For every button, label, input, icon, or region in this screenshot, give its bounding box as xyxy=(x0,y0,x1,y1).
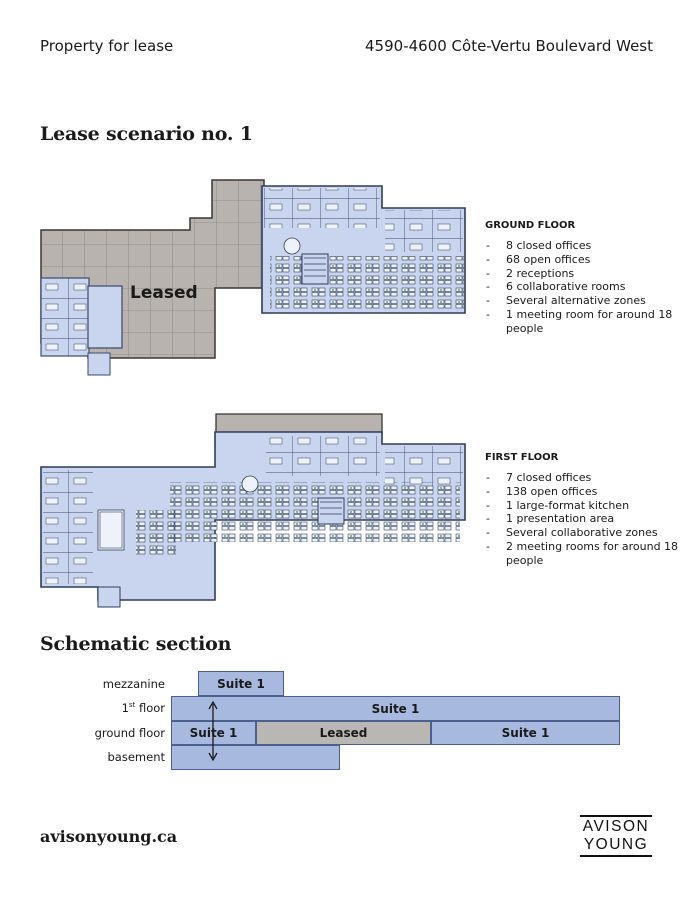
basement-label: basement xyxy=(107,750,166,764)
mezzanine-label: mezzanine xyxy=(102,677,165,691)
ground-floor-info: GROUND FLOOR 8 closed offices 68 open of… xyxy=(485,220,693,336)
mezzanine-suite-label: Suite 1 xyxy=(217,676,265,691)
mezzanine-suite: Suite 1 xyxy=(198,671,284,696)
first-floor-suite-label: Suite 1 xyxy=(371,701,420,716)
ground-leased: Leased xyxy=(256,721,431,745)
first-floor-label-number: 1 xyxy=(121,701,129,715)
header-left: Property for lease xyxy=(40,37,174,55)
logo-top-rule xyxy=(580,815,652,817)
ground-floor-label: ground floor xyxy=(94,726,165,740)
ground-floor-item: 1 meeting room for around 18 people xyxy=(485,308,693,336)
ground-leased-label: Leased xyxy=(319,726,368,740)
website-link[interactable]: avisonyoung.ca xyxy=(40,827,178,846)
first-floor-item: Several collaborative zones xyxy=(485,526,693,540)
logo-word-avison: AVISON xyxy=(582,818,650,835)
first-floor-item: 7 closed offices xyxy=(485,471,693,485)
basement-block xyxy=(171,745,340,770)
ground-floor-item: 2 receptions xyxy=(485,267,693,281)
ground-floor-plan xyxy=(40,179,466,376)
logo-bottom-rule xyxy=(580,855,652,857)
first-floor-title: FIRST FLOOR xyxy=(485,452,559,463)
section-title: Schematic section xyxy=(40,633,232,655)
first-floor-item: 1 large-format kitchen xyxy=(485,499,693,513)
first-floor-plan xyxy=(40,413,466,608)
ground-suite-right: Suite 1 xyxy=(431,721,620,745)
ground-floor-title: GROUND FLOOR xyxy=(485,220,576,231)
first-floor-info: FIRST FLOOR 7 closed offices 138 open of… xyxy=(485,452,693,568)
first-floor-item: 2 meeting rooms for around 18 people xyxy=(485,540,693,568)
leased-plan-label: Leased xyxy=(130,283,198,303)
first-floor-label: 1st floor xyxy=(45,701,165,715)
ground-floor-item: 8 closed offices xyxy=(485,239,693,253)
first-floor-suite: Suite 1 xyxy=(171,696,620,721)
avison-young-logo: AVISON YOUNG xyxy=(580,815,652,859)
ground-floor-item: Several alternative zones xyxy=(485,294,693,308)
ground-floor-item: 68 open offices xyxy=(485,253,693,267)
first-floor-label-suffix: st xyxy=(128,701,136,710)
ground-suite-right-label: Suite 1 xyxy=(501,726,550,740)
header-address: 4590-4600 Côte-Vertu Boulevard West xyxy=(365,37,653,55)
logo-word-young: YOUNG xyxy=(583,836,649,853)
first-floor-item: 138 open offices xyxy=(485,485,693,499)
first-floor-item: 1 presentation area xyxy=(485,512,693,526)
first-floor-label-word: floor xyxy=(135,701,165,715)
vertical-connection-arrow-icon xyxy=(208,700,218,762)
ground-floor-item: 6 collaborative rooms xyxy=(485,280,693,294)
scenario-title: Lease scenario no. 1 xyxy=(40,123,253,145)
